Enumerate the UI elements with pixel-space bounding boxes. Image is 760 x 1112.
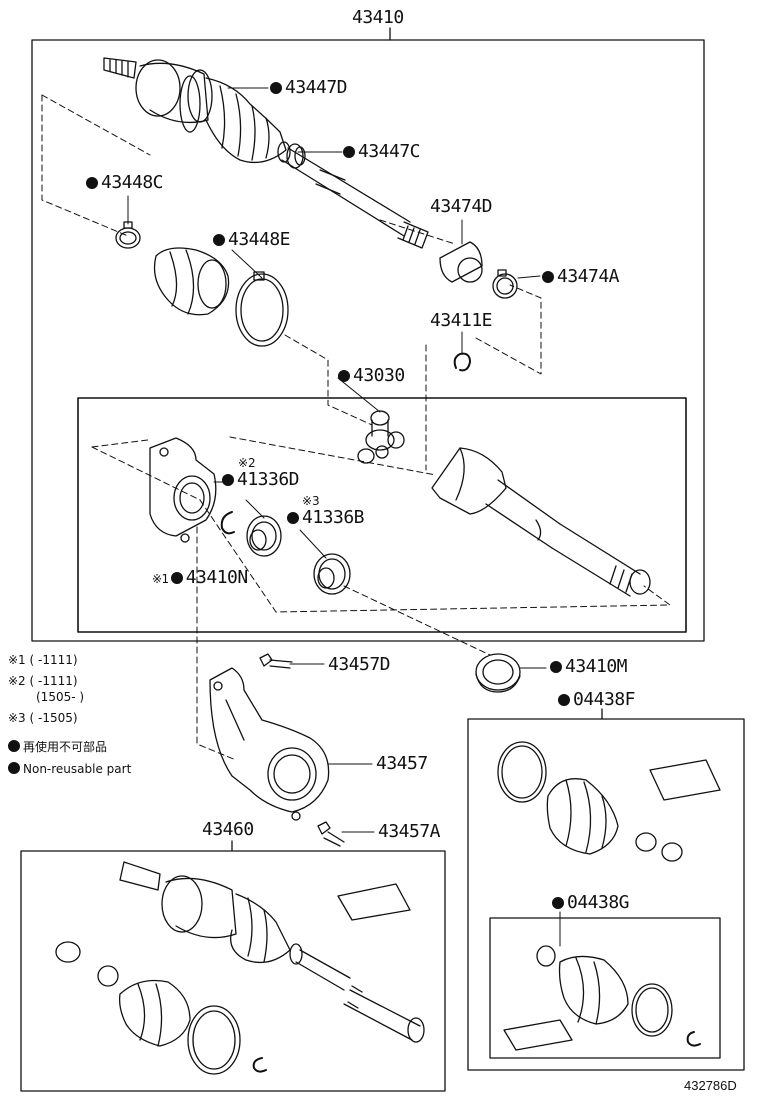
label-43030: 43030 <box>338 366 405 386</box>
bearing-housing-drawing <box>149 437 217 543</box>
label-43474a-text: 43474A <box>557 266 620 287</box>
non-reusable-dot-icon <box>552 897 564 909</box>
non-reusable-dot-icon <box>222 474 234 486</box>
clamp-43448c-drawing <box>115 221 141 249</box>
label-04438g: 04438G <box>552 892 630 913</box>
assembly-43460-frame <box>20 850 446 1092</box>
boot-kit-04438f-drawing <box>497 741 721 862</box>
label-43460: 43460 <box>202 819 254 840</box>
label-43447c-text: 43447C <box>358 141 421 162</box>
label-43410: 43410 <box>352 7 404 28</box>
non-reusable-dot-icon <box>270 82 282 94</box>
non-reusable-dot-icon <box>550 661 562 673</box>
seal-41336d-drawing <box>246 515 282 557</box>
non-reusable-dot-icon <box>170 572 183 584</box>
non-reusable-dot-icon <box>86 177 98 189</box>
non-reusable-dot-icon <box>338 370 350 382</box>
large-clamp-drawing <box>235 271 289 347</box>
label-43030-text: 43030 <box>353 365 405 386</box>
non-reusable-dot-icon <box>213 234 225 246</box>
diagram-reference-code: 432786D <box>684 1078 737 1093</box>
label-43448c-text: 43448C <box>101 172 164 193</box>
boot-kit-frame-04438g <box>489 917 721 1059</box>
label-43457d: 43457D <box>328 654 391 675</box>
clamp-43447d-drawing <box>179 75 201 133</box>
drive-shaft-43460-drawing <box>55 861 425 1075</box>
drive-shaft-43410-drawing <box>103 57 429 249</box>
label-43447c: 43447C <box>343 141 421 162</box>
footnote-2-range: (1505- ) <box>36 690 85 704</box>
bracket-43457-drawing <box>209 667 330 821</box>
legend-japanese-text: 再使用不可部品 <box>23 740 108 754</box>
footnote-1: ※1 ( -1111) <box>8 653 78 667</box>
note-mark-1: ※1 <box>152 572 169 586</box>
note-mark-3: ※3 <box>302 494 320 508</box>
seal-41336b-drawing <box>313 553 351 595</box>
boot-kit-frame-04438f <box>467 718 745 1071</box>
label-43448e-text: 43448E <box>228 229 291 250</box>
clamp-43474a-drawing <box>492 269 518 299</box>
dashed-reference-lines <box>41 94 671 761</box>
label-43410n-text: 43410N <box>185 567 249 588</box>
tripod-43030-drawing <box>357 410 405 464</box>
label-leaders <box>127 87 561 947</box>
bolt-43457d-drawing <box>259 653 293 669</box>
label-41336d: 41336D <box>222 469 300 490</box>
non-reusable-dot-icon <box>343 146 355 158</box>
note-mark-2: ※2 <box>238 456 256 470</box>
non-reusable-dot-icon <box>287 512 299 524</box>
label-43411e: 43411E <box>430 310 493 331</box>
inner-joint-frame <box>77 397 687 633</box>
damper-43474d-drawing <box>439 241 483 283</box>
label-43457a: 43457A <box>378 821 441 842</box>
clamp-43447c-drawing <box>286 143 304 169</box>
label-43474a: 43474A <box>542 266 620 287</box>
snap-ring-drawing <box>220 511 235 535</box>
label-41336b-text: 41336B <box>302 507 365 528</box>
label-04438g-text: 04438G <box>567 892 630 913</box>
inner-boot-43448e-drawing <box>153 247 230 316</box>
footnote-2: ※2 ( -1111) <box>8 674 78 688</box>
label-41336b: 41336B <box>287 507 365 528</box>
label-43410m-text: 43410M <box>565 656 628 677</box>
label-43457: 43457 <box>376 753 428 774</box>
legend-dot-icon <box>8 740 20 752</box>
non-reusable-dot-icon <box>542 271 554 283</box>
legend-english: Non-reusable part <box>8 762 131 776</box>
label-43410n: ※1 43410N <box>152 568 248 588</box>
bolt-43457a-drawing <box>317 821 345 847</box>
label-43410m: 43410M <box>550 656 628 677</box>
snap-ring-43411e-drawing <box>453 352 471 372</box>
label-41336d-text: 41336D <box>237 469 300 490</box>
bearing-43410m-drawing <box>475 653 521 693</box>
label-04438f-text: 04438F <box>573 689 636 710</box>
non-reusable-dot-icon <box>558 694 570 706</box>
label-43447d-text: 43447D <box>285 77 348 98</box>
boot-kit-04438g-drawing <box>503 945 701 1051</box>
label-43448e: 43448E <box>213 229 291 250</box>
assembly-43410-frame <box>31 39 705 642</box>
legend-dot-icon <box>8 762 20 774</box>
label-43447d: 43447D <box>270 77 348 98</box>
legend-japanese: 再使用不可部品 <box>8 740 107 754</box>
inner-joint-housing-drawing <box>431 447 651 597</box>
label-43474d: 43474D <box>430 196 493 217</box>
label-43448c: 43448C <box>86 172 164 193</box>
label-04438f: 04438F <box>558 689 636 710</box>
legend-english-text: Non-reusable part <box>23 762 132 776</box>
footnote-3: ※3 ( -1505) <box>8 711 78 725</box>
